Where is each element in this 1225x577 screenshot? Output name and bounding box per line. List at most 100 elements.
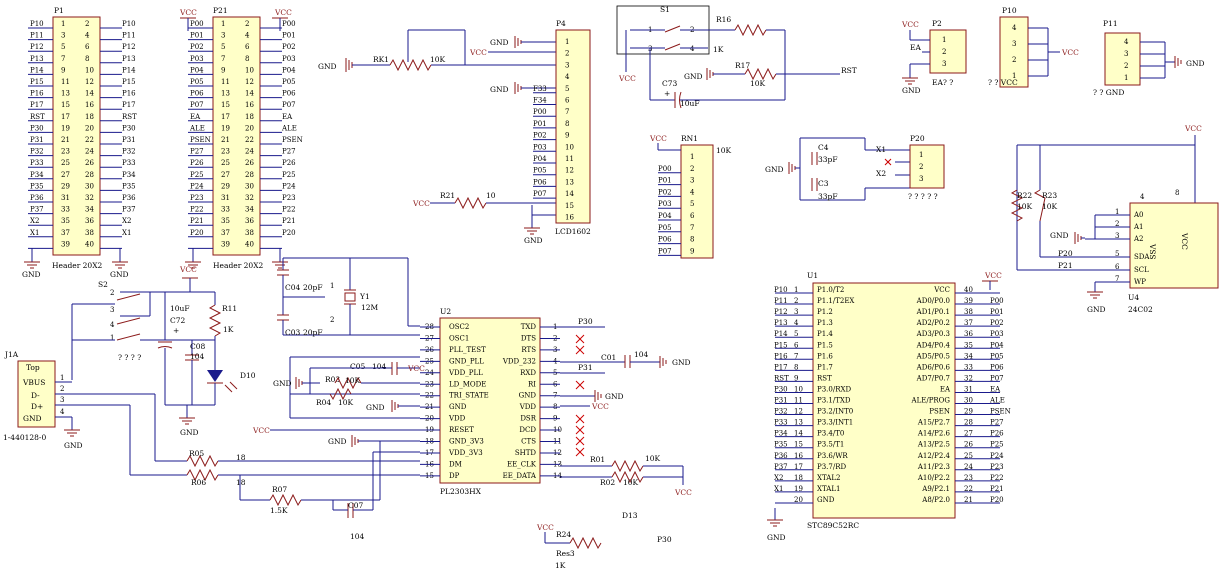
u1-right-net: EA	[990, 385, 1001, 393]
u1-right-pin: VCC	[933, 286, 950, 294]
u2-left-pin: LD_MODE	[449, 380, 486, 388]
p2-vcc: VCC	[901, 20, 919, 29]
r11-name: R11	[222, 304, 237, 313]
p1-pin: 40	[85, 240, 94, 248]
r03-value: 10K	[345, 376, 361, 385]
u1-right-pin: AD1/P0.1	[916, 308, 950, 316]
u2-right-pin: DSR	[520, 415, 536, 423]
r24-vcc: VCC	[536, 523, 554, 532]
p21-right-net: P00	[282, 20, 296, 28]
c08-value: 104	[190, 352, 205, 361]
p4-pin: 15	[565, 202, 574, 210]
p21-right-net: P04	[282, 66, 296, 74]
p4-pin: 3	[565, 61, 569, 69]
u1-pin: 4	[794, 319, 799, 327]
p21-pin: 24	[245, 148, 254, 156]
p21-left-net: P06	[190, 90, 204, 98]
p21-right-net: PSEN	[282, 136, 303, 144]
p21-pin: 22	[245, 136, 254, 144]
p21-right-net: P07	[282, 101, 296, 109]
rn1-net: P02	[658, 188, 672, 196]
p1-pin: 10	[85, 66, 94, 74]
crystal-gnd: GND	[765, 165, 784, 174]
svg-text:3: 3	[110, 306, 114, 314]
p1-pin: 26	[85, 159, 94, 167]
u1-left-pin: P3.2/INT0	[817, 408, 853, 416]
u1-pin: 15	[794, 441, 803, 449]
p21-pin: 12	[245, 78, 254, 86]
u4-vcc: VCC	[1180, 232, 1189, 250]
u1-pin: 30	[964, 397, 973, 405]
p4-pin: 8	[565, 120, 569, 128]
s2-question: ? ? ? ?	[118, 353, 141, 362]
u1-left-net: P13	[774, 319, 788, 327]
p1-pin: 21	[61, 136, 70, 144]
u1-right-net: P07	[990, 374, 1004, 382]
c07-value: 104	[350, 532, 365, 541]
p1-right-net: X2	[122, 217, 131, 225]
p21-pin: 8	[245, 55, 249, 63]
p21-pin: 26	[245, 159, 254, 167]
p1-left-net: X1	[30, 229, 39, 237]
p21-pin: 7	[221, 55, 225, 63]
u1-pin: 28	[964, 419, 973, 427]
p21-pin: 5	[221, 43, 225, 51]
r22-name: R22	[1017, 191, 1032, 200]
rk1-gnd: GND	[318, 62, 337, 71]
c73-value: 10uF	[680, 99, 700, 108]
u1-pin: 22	[964, 485, 973, 493]
p4-net: P03	[533, 143, 547, 151]
svg-text:2: 2	[1124, 62, 1128, 70]
p21-left-net: P25	[190, 171, 204, 179]
p1-right-net: P16	[122, 90, 136, 98]
u1-pin: 12	[794, 408, 803, 416]
u1-pin: 24	[964, 463, 973, 471]
r17-gnd: GND	[684, 72, 703, 81]
p1-pin: 27	[61, 171, 70, 179]
u1-pin: 20	[794, 496, 803, 504]
svg-text:4: 4	[1140, 193, 1145, 201]
c04-value: 20pF	[303, 283, 323, 292]
svg-text:+: +	[664, 89, 670, 98]
p21-right-net: EA	[282, 113, 293, 121]
p1-right-net: P14	[122, 66, 136, 74]
rn1-net: P06	[658, 236, 672, 244]
p21-pin: 20	[245, 124, 254, 132]
p21-right-net: P05	[282, 78, 296, 86]
svg-text:4: 4	[1124, 38, 1129, 46]
r23-value: 10K	[1042, 202, 1058, 211]
p21-right-net: ALE	[281, 124, 297, 132]
svg-text:3: 3	[1124, 50, 1128, 58]
p1-pin: 2	[85, 20, 89, 28]
p4-gnd-top: GND	[490, 38, 509, 47]
p1-gnd-left: GND	[22, 270, 41, 279]
u1-pin: 3	[794, 308, 798, 316]
p10-name: P10	[1002, 6, 1017, 15]
p1-pin: 4	[85, 32, 90, 40]
p21-right-net: P03	[282, 55, 296, 63]
p21-pin: 15	[221, 101, 230, 109]
p21-type: Header 20X2	[213, 261, 264, 270]
c08-name: C08	[190, 342, 206, 351]
p21-right-net: P01	[282, 32, 296, 40]
svg-text:2: 2	[919, 163, 923, 171]
p21-pin: 14	[245, 90, 254, 98]
r24-name: R24	[556, 530, 571, 539]
u1-right-net: P25	[990, 441, 1004, 449]
u1-gnd: GND	[767, 533, 786, 542]
u2-right-pin: GND	[519, 392, 537, 400]
p21-left-net: EA	[190, 113, 201, 121]
u2-support-left: C05 104 VCC GND R03 10K R04 10K GND VCC …	[130, 356, 425, 541]
p1-right-net: P31	[122, 136, 136, 144]
u1-left-pin: P3.0/RXD	[817, 385, 851, 393]
svg-text:2: 2	[60, 385, 64, 393]
u2-gnd-right: GND	[605, 392, 624, 401]
p1-pin: 29	[61, 182, 70, 190]
u1-right-pin: ALE/PROG	[911, 397, 951, 405]
p21-right-net: P21	[282, 217, 296, 225]
u1-right-net: PSEN	[990, 408, 1011, 416]
p1-right-net: P37	[122, 206, 136, 214]
u1-left-net: P35	[774, 441, 788, 449]
u1-pin: 27	[964, 430, 973, 438]
